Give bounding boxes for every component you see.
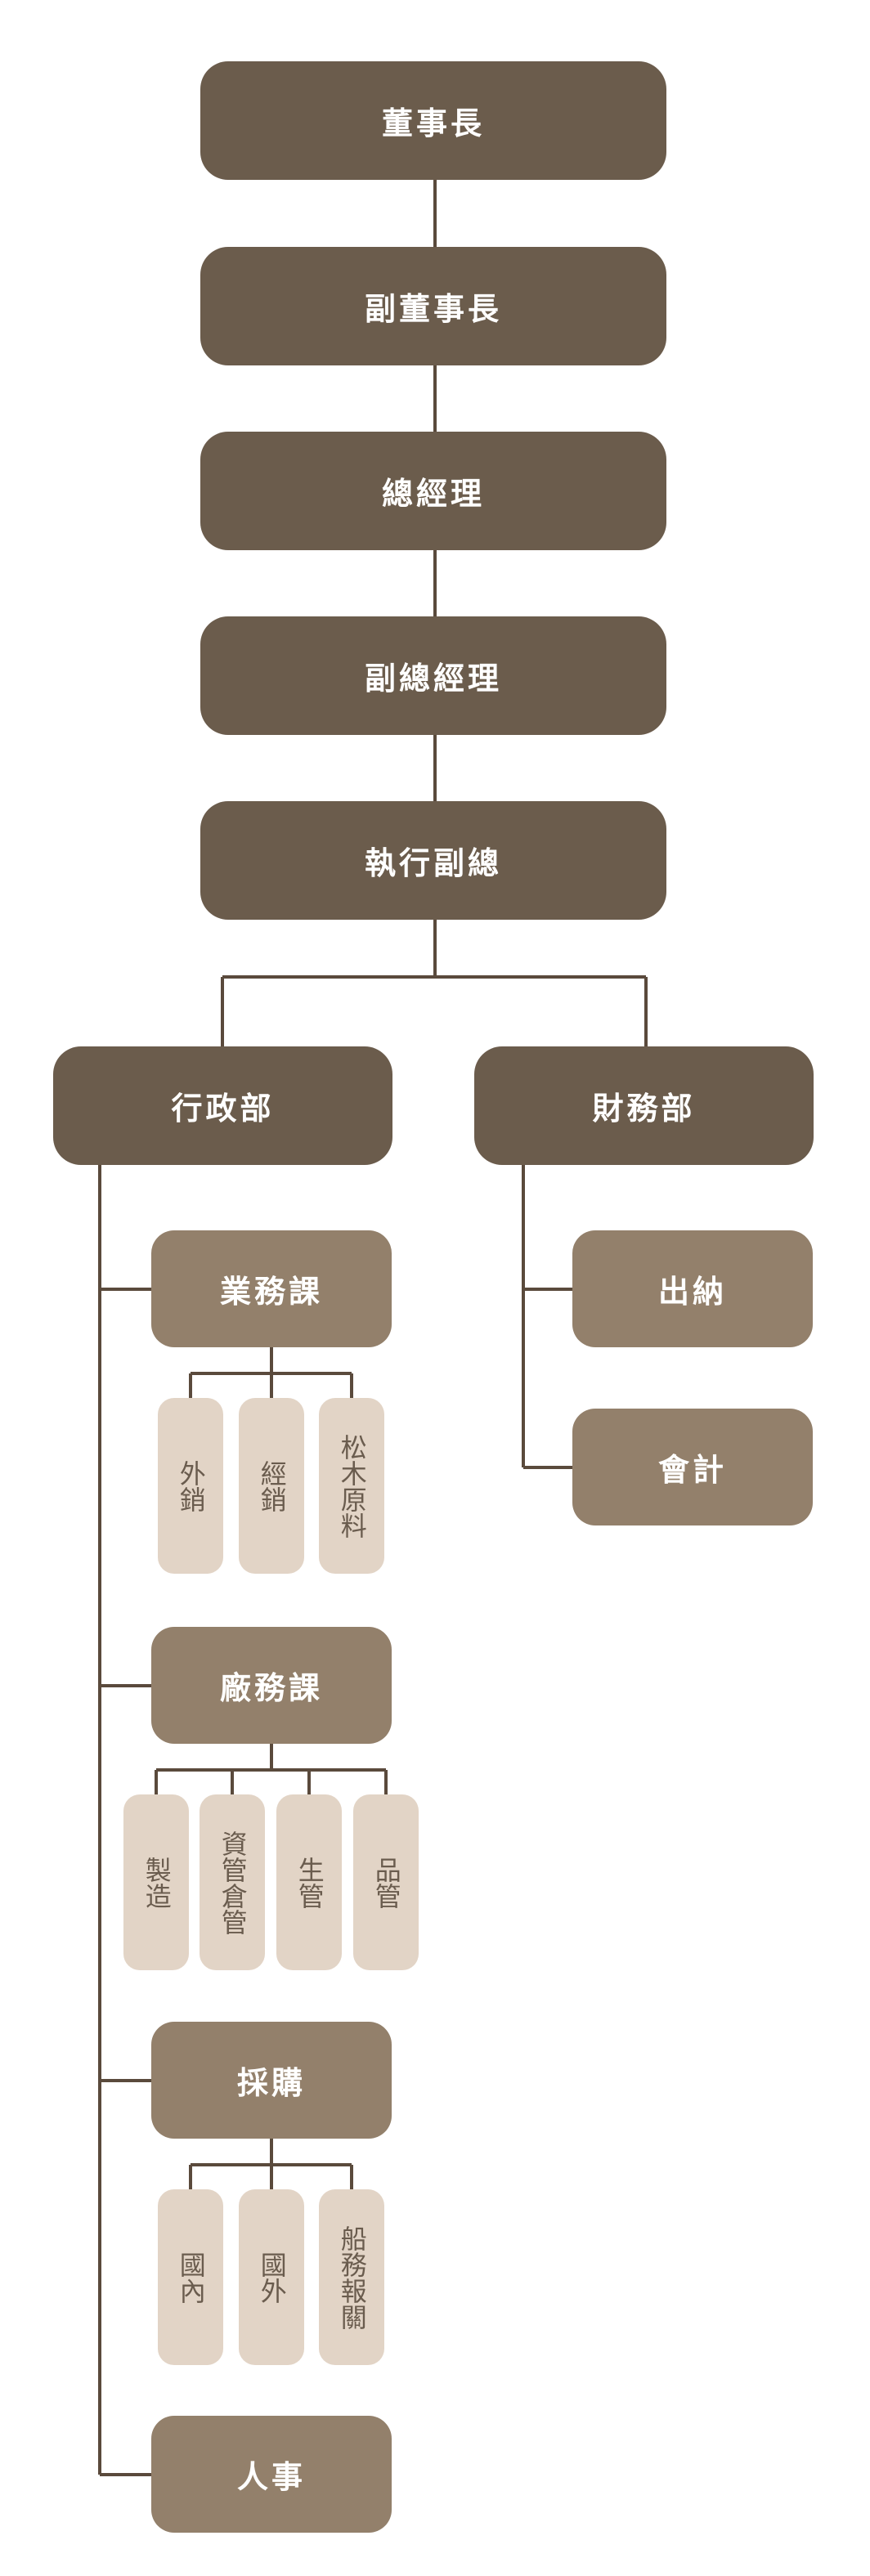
general-manager-node: 總經理 <box>200 432 666 550</box>
chairman-node: 董事長 <box>200 61 666 180</box>
vice-chairman-node: 副董事長 <box>200 247 666 365</box>
factory-section-node: 廠務課 <box>151 1627 392 1744</box>
finance-department-node: 財務部 <box>474 1046 814 1165</box>
factory-item-inventory: 資管倉管 <box>200 1794 265 1970</box>
finance-item-accounting: 會計 <box>572 1409 813 1525</box>
deputy-general-manager-node: 副總經理 <box>200 616 666 735</box>
finance-item-cashier: 出納 <box>572 1230 813 1347</box>
procurement-item-shipping-customs: 船務報關 <box>319 2189 384 2365</box>
admin-department-node: 行政部 <box>53 1046 392 1165</box>
factory-item-manufacturing: 製造 <box>123 1794 189 1970</box>
executive-vp-node: 執行副總 <box>200 801 666 920</box>
factory-item-quality-control: 品管 <box>353 1794 419 1970</box>
procurement-section-node: 採購 <box>151 2022 392 2139</box>
business-item-export: 外銷 <box>158 1398 223 1574</box>
procurement-item-foreign: 國外 <box>239 2189 304 2365</box>
business-item-pine-materials: 松木原料 <box>319 1398 384 1574</box>
business-item-distribution: 經銷 <box>239 1398 304 1574</box>
procurement-item-domestic: 國內 <box>158 2189 223 2365</box>
factory-item-production-control: 生管 <box>276 1794 342 1970</box>
hr-section-node: 人事 <box>151 2416 392 2533</box>
business-section-node: 業務課 <box>151 1230 392 1347</box>
